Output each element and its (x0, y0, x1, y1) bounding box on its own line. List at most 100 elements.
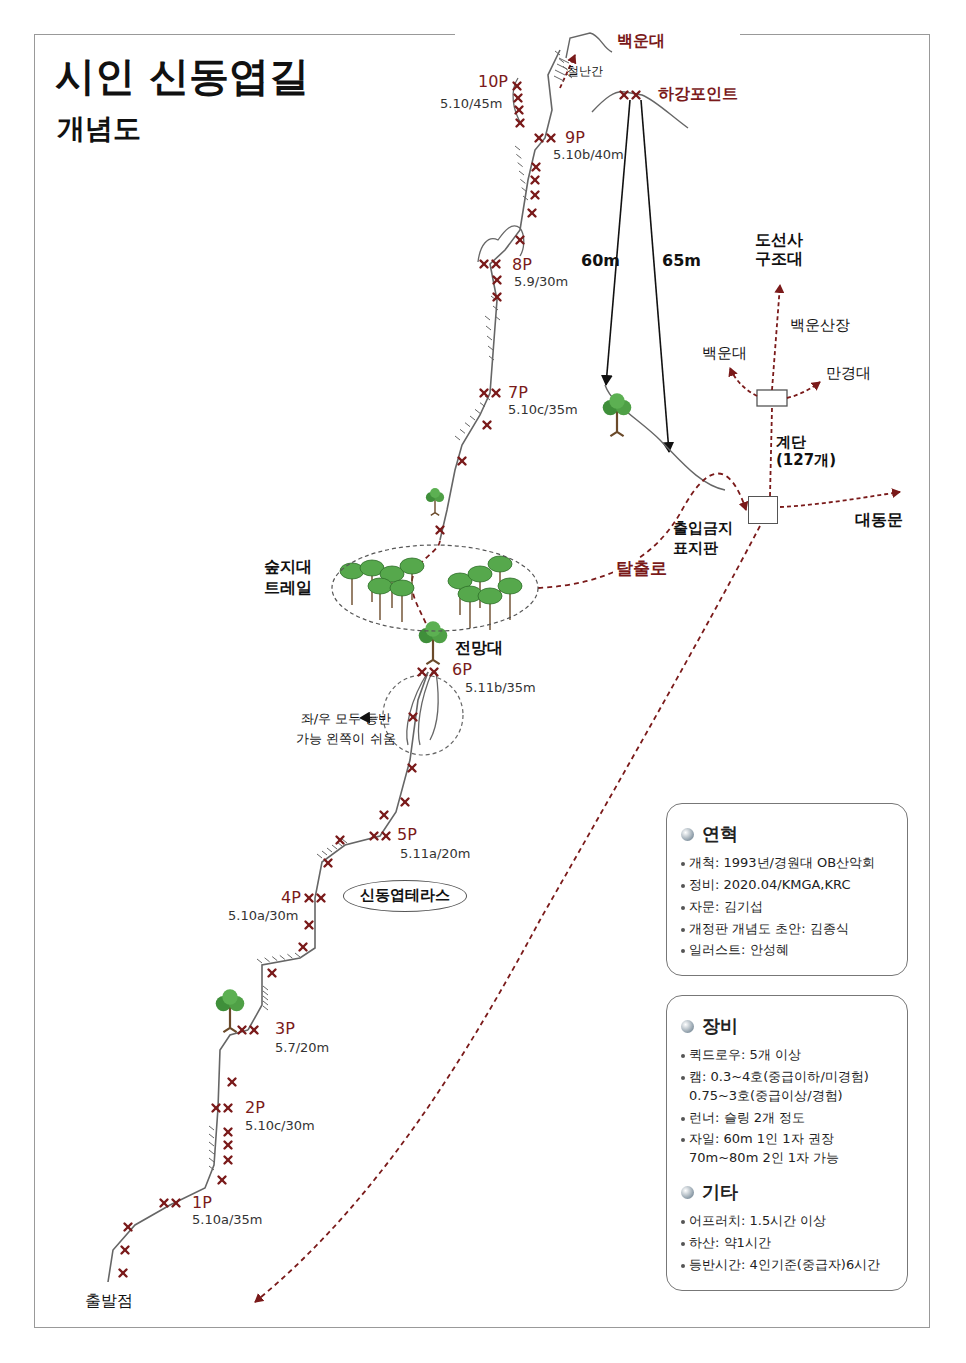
pitch-number: 8P (512, 255, 532, 274)
diagram-caption: 개념도 (57, 112, 141, 146)
pitch-number: 5P (397, 825, 417, 844)
bolt-mark (318, 895, 325, 902)
info-item: 런너: 슬링 2개 정도 (689, 1109, 805, 1128)
bolt-mark (633, 92, 640, 99)
item-bullet (681, 949, 685, 953)
map-label: 5.10b/40m (553, 147, 624, 163)
escape-connector (538, 474, 746, 589)
info-heading-row: 기타 (681, 1180, 895, 1204)
map-label: 백운산장 (790, 316, 850, 334)
bolt-mark (229, 1079, 236, 1086)
bolt-mark (548, 135, 555, 142)
item-bullet (681, 1242, 685, 1246)
bolt-mark (536, 135, 543, 142)
bolt-mark (459, 458, 466, 465)
sign-label: 출입금지 표지판 (673, 519, 743, 558)
info-heading-row: 연혁 (681, 822, 895, 846)
forest-tree (498, 578, 522, 620)
map-label: 5.10c/35m (508, 402, 578, 418)
info-heading-row: 장비 (681, 1014, 895, 1038)
info-item-row: 퀵드로우: 5개 이상 (681, 1046, 895, 1065)
map-label: 5.10a/35m (192, 1212, 263, 1228)
area-label: 숲지대 트레일 (264, 557, 324, 599)
info-item: 등반시간: 4인기준(중급자)6시간 (689, 1256, 880, 1275)
tree-icon (603, 393, 632, 436)
info-item: 어프러치: 1.5시간 이상 (689, 1212, 826, 1231)
info-item: 자일: 60m 1인 1자 권장 70m~80m 2인 1자 가능 (689, 1130, 895, 1168)
bolt-mark (431, 669, 438, 676)
map-label: 좌/우 모두 등반 가능 왼쪽이 쉬움 (296, 709, 396, 748)
bolt-mark (402, 799, 409, 806)
map-label: 5.11a/20m (400, 846, 471, 862)
pitch-number: 9P (565, 128, 585, 147)
pitch-number: 7P (508, 383, 528, 402)
heading-bullet (681, 1020, 694, 1033)
map-label: 5.11b/35m (465, 680, 536, 696)
map-label: 백운대 (702, 344, 747, 362)
diagram-title: 시인 신동엽길 (55, 52, 309, 100)
bolt-mark (325, 860, 332, 867)
map-label: 5.10c/30m (245, 1118, 315, 1134)
bolt-mark (239, 1027, 246, 1034)
info-item-row: 일러스트: 안성혜 (681, 941, 895, 960)
forest-tree (390, 580, 414, 622)
pitch-number: 6P (452, 660, 472, 679)
item-bullet (681, 1076, 685, 1080)
item-bullet (681, 928, 685, 932)
tree-icon (419, 621, 448, 664)
info-heading: 기타 (702, 1180, 738, 1204)
connector-label: 탈출로 (613, 558, 670, 578)
bolt-mark (517, 237, 524, 244)
forest-tree (368, 578, 392, 620)
info-heading: 장비 (702, 1014, 738, 1038)
map-label: 전망대 (455, 638, 503, 657)
pitch-number: 3P (275, 1019, 295, 1038)
bolt-mark (219, 1177, 226, 1184)
bolt-mark (122, 1247, 129, 1254)
bolt-mark (621, 92, 628, 99)
bolt-mark (300, 944, 307, 951)
item-bullet (681, 1264, 685, 1268)
map-label: 계단 (127개) (776, 433, 842, 469)
forest-tree (478, 588, 502, 630)
bolt-mark (371, 833, 378, 840)
map-label: 철난간 (567, 64, 603, 78)
bolt-mark (493, 390, 500, 397)
tree-icon (216, 989, 245, 1032)
map-label: 만경대 (826, 364, 871, 382)
bolt-mark (533, 164, 540, 171)
item-bullet (681, 906, 685, 910)
bolt-mark (419, 669, 426, 676)
bolt-mark (225, 1157, 232, 1164)
heading-bullet (681, 828, 694, 841)
bolt-mark (120, 1270, 127, 1277)
bolt-mark (493, 261, 500, 268)
map-label: 5.10/45m (440, 96, 503, 112)
bolt-mark (484, 422, 491, 429)
bolt-mark (494, 294, 501, 301)
info-item-row: 런너: 슬링 2개 정도 (681, 1109, 895, 1128)
bolt-mark (481, 261, 488, 268)
map-label: 하강포인트 (658, 84, 738, 103)
map-label: 60m (581, 251, 620, 270)
item-bullet (681, 884, 685, 888)
info-item: 일러스트: 안성혜 (689, 941, 789, 960)
info-item-row: 자일: 60m 1인 1자 권장 70m~80m 2인 1자 가능 (681, 1130, 895, 1168)
info-item: 개척: 1993년/경원대 OB산악회 (689, 854, 875, 873)
pitch-number: 10P (478, 72, 508, 91)
info-item: 자문: 김기섭 (689, 898, 763, 917)
info-item: 캠: 0.3~4호(중급이하/미경험) 0.75~3호(중급이상/경험) (689, 1068, 895, 1106)
bolt-mark (532, 177, 539, 184)
bolt-mark (225, 1129, 232, 1136)
bolt-mark (173, 1200, 180, 1207)
bolt-mark (269, 970, 276, 977)
info-item-row: 자문: 김기섭 (681, 898, 895, 917)
map-label: 백운대 (617, 31, 665, 50)
heading-bullet (681, 1186, 694, 1199)
item-bullet (681, 1220, 685, 1224)
bolt-mark (381, 812, 388, 819)
forest-outline (330, 543, 540, 633)
bolt-mark (213, 1105, 220, 1112)
terrace-oval: 신동엽테라스 (343, 880, 467, 912)
bolt-mark (410, 714, 417, 721)
